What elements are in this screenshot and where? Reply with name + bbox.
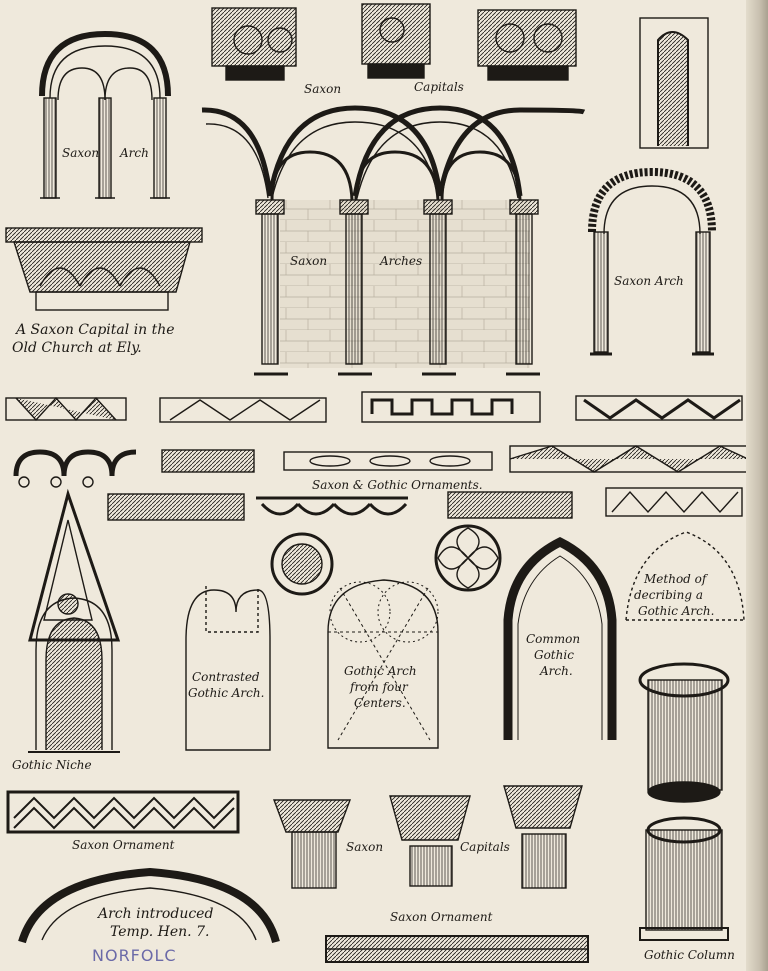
contrasted-gothic-arch [185,586,271,751]
gothic-column-cluster-top [638,662,730,803]
label-saxon-ornament-left: Saxon Ornament [72,838,175,852]
saxon-capitals-bottom [272,785,583,889]
saxon-ornament-zigzag [6,790,240,834]
label-contrasted-2: Gothic Arch. [188,686,265,700]
label-saxon-arch-1: Saxon [62,146,100,160]
label-gothic-niche: Gothic Niche [12,758,92,772]
label-four-centers-2: from four [350,680,408,694]
saxon-window [639,17,709,149]
ornament-row-2 [13,445,749,488]
common-gothic-arch [503,536,617,740]
label-four-centers-1: Gothic Arch [344,664,417,678]
label-saxon-capitals-bottom-2: Capitals [460,840,510,854]
ornament-row-3 [107,487,743,521]
label-common-3: Arch. [540,664,573,678]
saxon-capitals-top [211,3,577,81]
method-arch-diagram [625,531,745,621]
saxon-ornament-strip [325,935,589,963]
label-method-2: decribing a [634,588,703,602]
gothic-column-bottom [639,816,729,941]
label-saxon-arch-right: Saxon Arch [614,274,684,288]
label-ornaments: Saxon & Gothic Ornaments. [312,478,483,492]
gothic-arch-four-centers [327,579,439,749]
label-saxon-arches-2: Arches [380,254,423,268]
ely-capital [5,227,203,311]
label-common-2: Gothic [534,648,574,662]
label-arch-tudor-2: Temp. Hen. 7. [110,924,210,940]
rosettes [270,524,502,596]
label-method-1: Method of [644,572,707,586]
label-saxon-ornament-bottom: Saxon Ornament [390,910,493,924]
label-saxon-capitals-top-2: Capitals [414,80,464,94]
label-saxon-arch-2: Arch [120,146,149,160]
label-four-centers-3: Centers. [354,696,406,710]
label-gothic-column: Gothic Column [644,948,735,962]
saxon-arcade [201,105,586,376]
label-contrasted-1: Contrasted [192,670,260,684]
library-stamp: NORFOLC [92,946,177,965]
label-ely-capital-2: Old Church at Ely. [12,340,142,356]
label-saxon-capitals-bottom-1: Saxon [346,840,384,854]
page-edge [746,0,768,971]
label-arch-tudor-1: Arch introduced [98,906,214,922]
saxon-arch-right [588,167,716,356]
saxon-arch-double [39,30,171,199]
tudor-arch [18,867,280,944]
label-saxon-arches-1: Saxon [290,254,328,268]
label-ely-capital-1: A Saxon Capital in the [16,322,175,338]
gothic-niche [28,488,121,753]
label-common-1: Common [526,632,581,646]
label-method-3: Gothic Arch. [638,604,715,618]
ornament-row-1 [5,391,743,423]
label-saxon-capitals-top-1: Saxon [304,82,342,96]
